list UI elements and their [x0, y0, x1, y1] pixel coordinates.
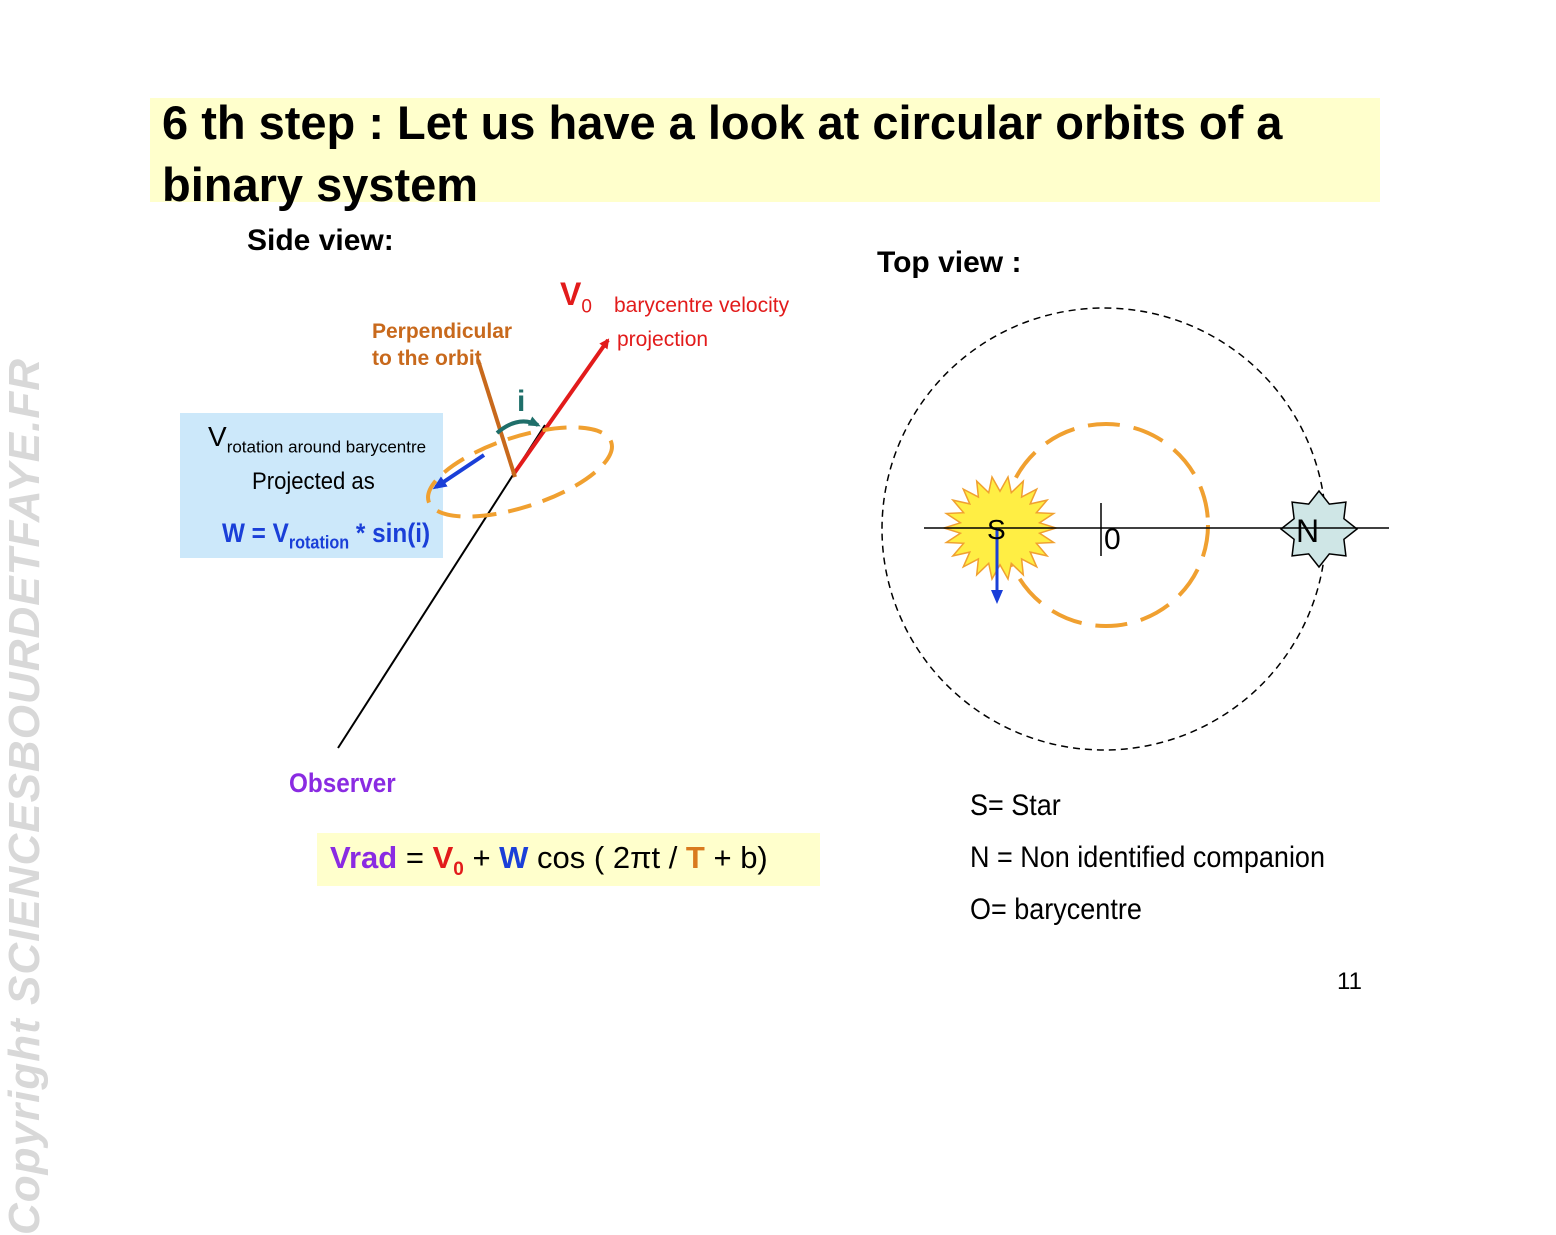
w-formula-suffix: * sin(i)	[349, 518, 431, 548]
inclination-angle-arrow	[495, 416, 541, 435]
inclination-label: i	[517, 385, 526, 418]
binary-orbit-diagram	[337, 307, 1389, 751]
rotation-velocity-box	[180, 413, 443, 558]
perpendicular-label-line2: to the orbit	[372, 347, 482, 370]
v0-symbol: V	[560, 276, 582, 312]
vrot-symbol: V	[208, 421, 227, 452]
formula-equals: =	[397, 840, 433, 875]
perpendicular-label: Perpendicular to the orbit	[372, 318, 512, 372]
projected-rotation-arrow	[432, 453, 486, 490]
star-orbit	[1002, 422, 1210, 628]
side-view-orbit	[426, 425, 614, 519]
w-formula-prefix: W = V	[222, 518, 289, 548]
barycentre-marker-label: 0	[1104, 523, 1121, 556]
projection-label: projection	[617, 328, 709, 351]
w-formula-subscript: rotation	[288, 532, 350, 553]
vrot-subscript: rotation around barycentre	[226, 437, 427, 457]
orbit-normal-line	[476, 359, 517, 478]
w-formula: W = Vrotation * sin(i)	[222, 518, 430, 553]
formula-period: T	[685, 840, 705, 875]
formula-v0: V	[432, 840, 454, 875]
side-view-heading: Side view:	[247, 224, 394, 257]
formula-vrad: Vrad	[330, 840, 398, 875]
page-title: 6 th step : Let us have a look at circul…	[162, 96, 1283, 211]
formula-cos: cos ( 2πt /	[528, 840, 686, 875]
legend-companion: N = Non identified companion	[970, 841, 1325, 874]
formula-close: + b)	[704, 840, 768, 875]
top-view-heading: Top view :	[877, 246, 1022, 279]
formula-w: W	[499, 840, 529, 875]
perpendicular-label-line1: Perpendicular	[372, 320, 513, 343]
star-marker-label: S	[987, 514, 1006, 545]
title-background	[150, 98, 1380, 202]
formula-v0-subscript: 0	[453, 859, 464, 881]
barycentre-velocity-label: barycentre velocity	[614, 294, 790, 317]
companion-marker-label: N	[1296, 513, 1320, 549]
barycentre-velocity-arrow	[511, 338, 610, 477]
line-of-sight	[337, 424, 546, 749]
radial-velocity-formula: Vrad = V0 + W cos ( 2πt / T + b)	[330, 840, 768, 881]
projected-as-label: Projected as	[252, 468, 375, 495]
legend-barycentre: O= barycentre	[970, 893, 1142, 926]
v0-label: V0	[560, 276, 592, 318]
observer-label: Observer	[289, 768, 396, 798]
formula-background	[317, 833, 820, 886]
page-number: 11	[1337, 968, 1362, 995]
formula-plus: +	[463, 840, 500, 875]
companion-octagram-icon	[1279, 489, 1359, 569]
legend-star: S= Star	[970, 789, 1061, 822]
v0-subscript: 0	[581, 296, 592, 318]
rotation-velocity-label: Vrotation around barycentre	[208, 421, 426, 458]
